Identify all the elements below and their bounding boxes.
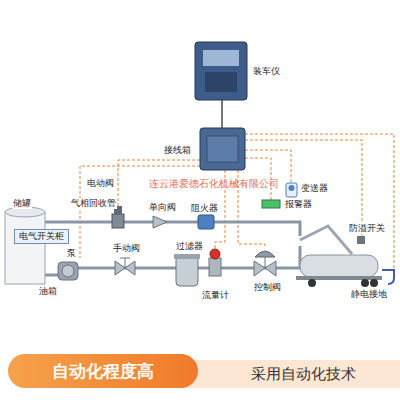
device-label: 单向阀 [148, 202, 177, 213]
node-text: 电气开关柜 [19, 231, 64, 241]
check-valve [153, 216, 167, 228]
tank-trailer [300, 255, 378, 277]
tanker-truck [296, 255, 394, 287]
screen [203, 50, 239, 66]
keypad [205, 72, 237, 92]
cable [221, 100, 223, 128]
device-label: 静电接地 [350, 289, 388, 300]
actuator [255, 251, 275, 257]
device-label: 装车仪 [252, 66, 281, 77]
meter-body [209, 258, 221, 276]
wire [245, 150, 291, 182]
filter [174, 254, 200, 286]
flame-arrester [198, 215, 214, 229]
handle [120, 258, 130, 259]
stem [125, 258, 126, 268]
device-label: 泵 [66, 248, 77, 259]
signal-wires [80, 134, 394, 272]
pump-impeller [62, 265, 74, 277]
overflow-switch [357, 236, 365, 244]
ground-clamp [382, 270, 394, 284]
vapour-pipe [45, 222, 300, 236]
device-label: 控制阀 [253, 282, 282, 293]
device-label: 防溢开关 [348, 223, 386, 234]
instruments [262, 183, 365, 244]
controller-box [195, 42, 247, 100]
device-label: 变送器 [300, 183, 329, 194]
device-label: 报警器 [284, 199, 313, 210]
filter-cap [174, 254, 200, 259]
pump [58, 262, 78, 280]
manual-valve [115, 258, 135, 275]
device-label: 流量计 [201, 290, 230, 301]
loading-controller [195, 42, 247, 170]
switch-cabinet-box: 电气开关柜 [14, 229, 69, 244]
alarm [262, 200, 280, 208]
device-label: 气相回收管 [70, 198, 117, 209]
wheel [308, 279, 316, 287]
loading-arm [300, 226, 352, 254]
electric-valve [112, 214, 124, 228]
junction-door [207, 136, 238, 162]
node-text: 自动化程度高 [52, 360, 154, 383]
chassis [296, 276, 382, 280]
device-label: 过滤器 [175, 241, 204, 252]
meter-head [210, 249, 220, 259]
wire [245, 134, 394, 272]
device-label: 电动阀 [86, 178, 115, 189]
device-label: 油箱 [38, 286, 58, 297]
valve [125, 261, 135, 275]
wheel [361, 279, 369, 287]
highlight-pill: 自动化程度高 [8, 354, 198, 388]
pump-body [58, 262, 78, 280]
device-label: 阻火器 [190, 203, 219, 214]
junction-box [200, 128, 245, 170]
storage-tank [5, 207, 45, 284]
transmitter-dial [289, 185, 295, 191]
watermark: 连云港爱德石化机械有限公司 [148, 178, 280, 189]
control-valve [254, 251, 276, 276]
feature-band: 采用自动化技术 [170, 360, 400, 388]
transmitter [286, 183, 297, 197]
stem [265, 257, 266, 268]
valve [115, 261, 125, 275]
filter-body [176, 256, 198, 286]
device-label: 储罐 [12, 198, 32, 209]
node-text: 采用自动化技术 [251, 365, 356, 384]
tank-body [5, 212, 45, 284]
wheel [370, 279, 378, 287]
device-label: 手动阀 [112, 243, 141, 254]
flow-meter [209, 249, 221, 276]
device-label: 接线箱 [163, 145, 192, 156]
